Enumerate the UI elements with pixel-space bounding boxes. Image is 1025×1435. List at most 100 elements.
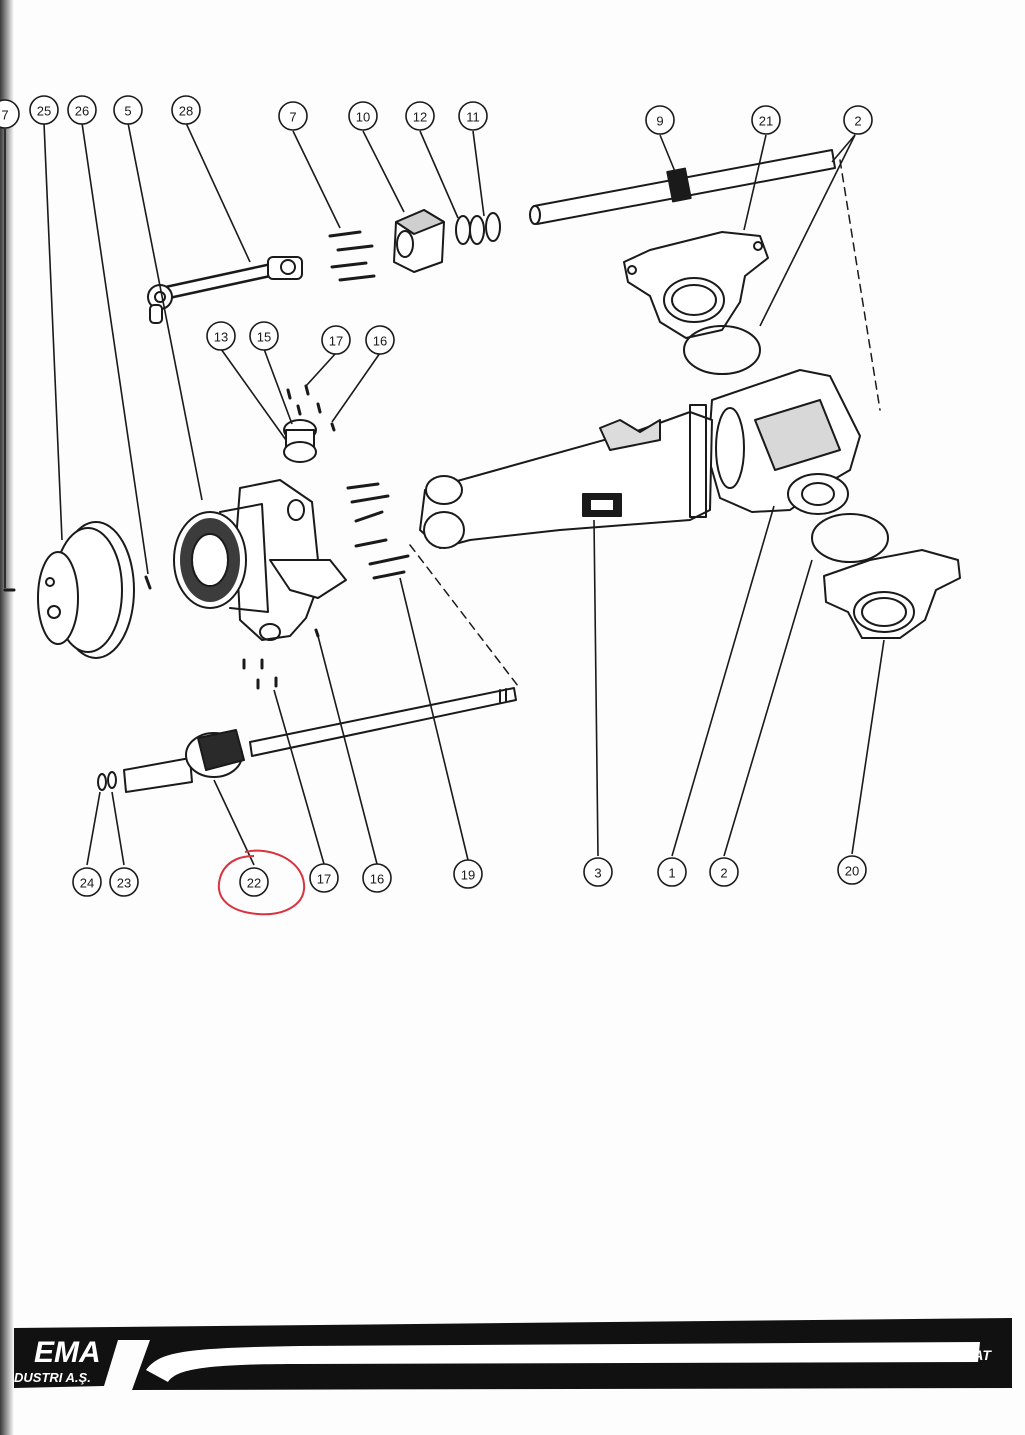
footer-banner: EMA DUSTRI A.Ş. HATTAT: [14, 1318, 1012, 1390]
clamp-block-part: [393, 209, 445, 273]
callout-17: 17: [321, 325, 351, 355]
callout-number: 9: [656, 114, 663, 129]
callout-number: 26: [75, 104, 89, 119]
washers-part: [97, 771, 117, 791]
callout-28: 28: [171, 95, 201, 125]
callout-circle: [29, 95, 59, 125]
callout-number: 7: [1, 108, 8, 123]
upper-shaft-part: [529, 149, 836, 225]
callout-21: 21: [751, 105, 781, 135]
callout-number: 2: [854, 114, 861, 129]
callout-number: 28: [179, 104, 193, 119]
highlight-circle: [217, 849, 306, 916]
bolts-cap-part: [286, 384, 336, 432]
bolts-lower-part: [242, 658, 278, 690]
callout-19: 19: [453, 859, 483, 889]
axle-housing-part: [419, 404, 713, 549]
callout-circle: [709, 857, 739, 887]
callout-2: 2: [709, 857, 739, 887]
callout-circle: [583, 857, 613, 887]
callout-5: 5: [113, 95, 143, 125]
callout-number: 20: [845, 864, 859, 879]
callout-circle: [458, 101, 488, 131]
callout-number: 17: [317, 872, 331, 887]
callout-number: 12: [413, 110, 427, 125]
callout-15: 15: [249, 321, 279, 351]
callout-24: 24: [72, 867, 102, 897]
callout-10: 10: [348, 101, 378, 131]
callout-number: 15: [257, 330, 271, 345]
callout-circle: [249, 321, 279, 351]
callout-circle: [0, 99, 20, 129]
callout-number: 17: [329, 334, 343, 349]
callout-17: 17: [309, 863, 339, 893]
callout-circle: [405, 101, 435, 131]
callout-3: 3: [583, 857, 613, 887]
page-binding-shadow: [0, 0, 14, 1435]
callout-circle: [109, 867, 139, 897]
callout-7: 7: [278, 101, 308, 131]
callout-circle: [751, 105, 781, 135]
callout-number: 3: [594, 866, 601, 881]
upper-bracket-part: [623, 231, 769, 339]
lower-o-ring-part: [811, 513, 889, 563]
brand-subtext: DUSTRI A.Ş.: [14, 1370, 91, 1385]
callout-number: 1: [668, 866, 675, 881]
callout-number: 16: [370, 872, 384, 887]
callout-20: 20: [837, 855, 867, 885]
callout-circle: [843, 105, 873, 135]
callout-number: 10: [356, 110, 370, 125]
callout-number: 11: [466, 110, 480, 125]
callout-circle: [206, 321, 236, 351]
king-pin-cap-part: [283, 419, 317, 463]
callout-circle: [365, 325, 395, 355]
callout-circle: [837, 855, 867, 885]
callout-number: 25: [37, 104, 51, 119]
callout-number: 16: [373, 334, 387, 349]
wheel-hub-part: [173, 503, 269, 613]
callout-number: 23: [117, 876, 131, 891]
callout-circle: [72, 867, 102, 897]
callout-25: 25: [29, 95, 59, 125]
callout-1: 1: [657, 857, 687, 887]
tie-rod-part: [147, 256, 303, 324]
callout-number: 24: [80, 876, 94, 891]
lower-bracket-part: [823, 549, 961, 639]
bolts-top-part: [328, 230, 376, 282]
callout-circle: [657, 857, 687, 887]
bolts-middle-part: [346, 482, 410, 580]
callout-2: 2: [843, 105, 873, 135]
steering-knuckle-part: [235, 479, 347, 641]
callout-circle: [171, 95, 201, 125]
callout-number: 5: [124, 104, 131, 119]
callout-16: 16: [365, 325, 395, 355]
callout-circle: [348, 101, 378, 131]
callout-circle: [113, 95, 143, 125]
callout-circle: [67, 95, 97, 125]
callout-circle: [362, 863, 392, 893]
callout-11: 11: [458, 101, 488, 131]
callout-number: 21: [759, 114, 773, 129]
callout-22: 22: [239, 867, 269, 897]
brand-right-text: HATTAT: [938, 1347, 992, 1363]
callout-26: 26: [67, 95, 97, 125]
drive-shaft-part: [123, 687, 517, 793]
callout-number: 22: [247, 876, 261, 891]
callout-circle: [453, 859, 483, 889]
callout-12: 12: [405, 101, 435, 131]
callout-9: 9: [645, 105, 675, 135]
callout-number: 7: [289, 110, 296, 125]
callout-circle: [321, 325, 351, 355]
upper-o-ring-part: [683, 325, 761, 375]
callout-circle: [239, 867, 269, 897]
callout-number: 2: [720, 866, 727, 881]
gear-housing-part: [707, 369, 861, 515]
callout-23: 23: [109, 867, 139, 897]
callout-circle: [645, 105, 675, 135]
o-rings-part: [455, 212, 501, 245]
callout-7: 7: [0, 99, 20, 129]
brand-logo-text: EMA: [34, 1336, 101, 1369]
